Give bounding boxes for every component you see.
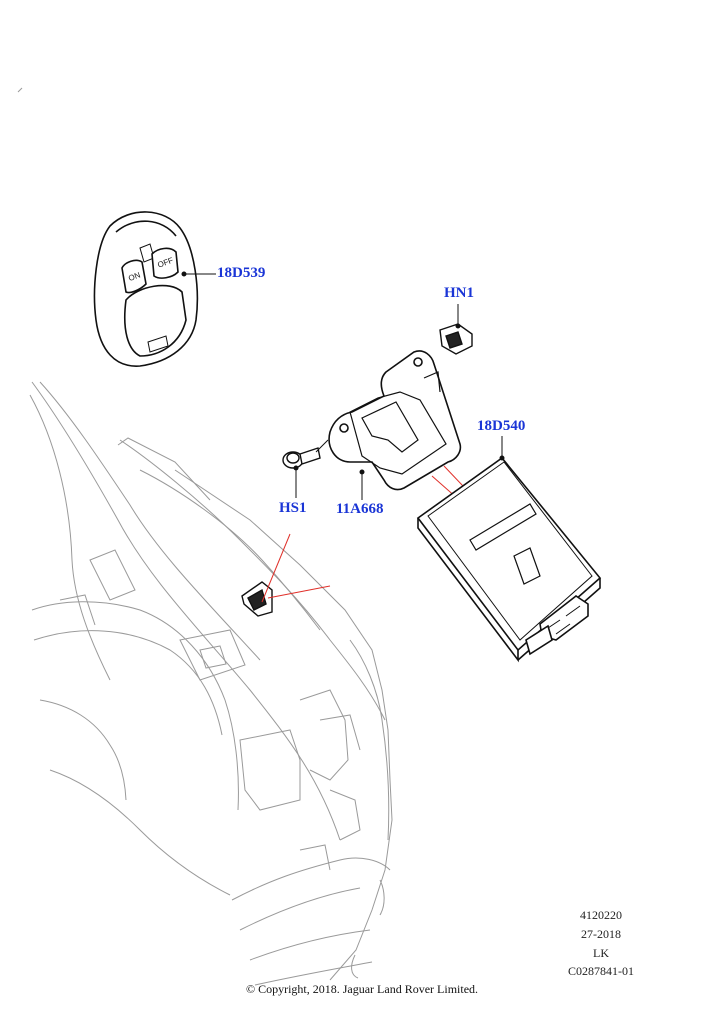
meta-illustration-id: C0287841-01 [568, 964, 634, 978]
vehicle-body-outline [29, 381, 393, 986]
leader-18D539 [181, 271, 216, 277]
screw-hs1-illustration [282, 447, 321, 469]
clip-hn1-illustration [439, 323, 473, 355]
meta-date: 27-2018 [581, 927, 621, 941]
vehicle-mount-clip [241, 581, 273, 617]
meta-code: LK [593, 946, 609, 960]
leader-HS1 [293, 439, 329, 498]
bracket-11A668-illustration [328, 350, 462, 491]
remote-fob-illustration [93, 211, 199, 367]
control-module-18D540-illustration [416, 456, 602, 663]
meta-ref: 4120220 [580, 908, 622, 922]
remote-on-label: ON [127, 270, 142, 283]
callout-HS1[interactable]: HS1 [279, 500, 307, 516]
callout-18D539[interactable]: 18D539 [217, 265, 266, 281]
callout-HN1[interactable]: HN1 [444, 285, 474, 301]
leader-11A668 [359, 469, 365, 500]
callout-11A668[interactable]: 11A668 [336, 501, 384, 517]
leader-18D540 [499, 436, 505, 461]
leader-HN1 [455, 304, 461, 329]
copyright-notice: © Copyright, 2018. Jaguar Land Rover Lim… [245, 982, 479, 996]
callout-18D540[interactable]: 18D540 [477, 418, 526, 434]
